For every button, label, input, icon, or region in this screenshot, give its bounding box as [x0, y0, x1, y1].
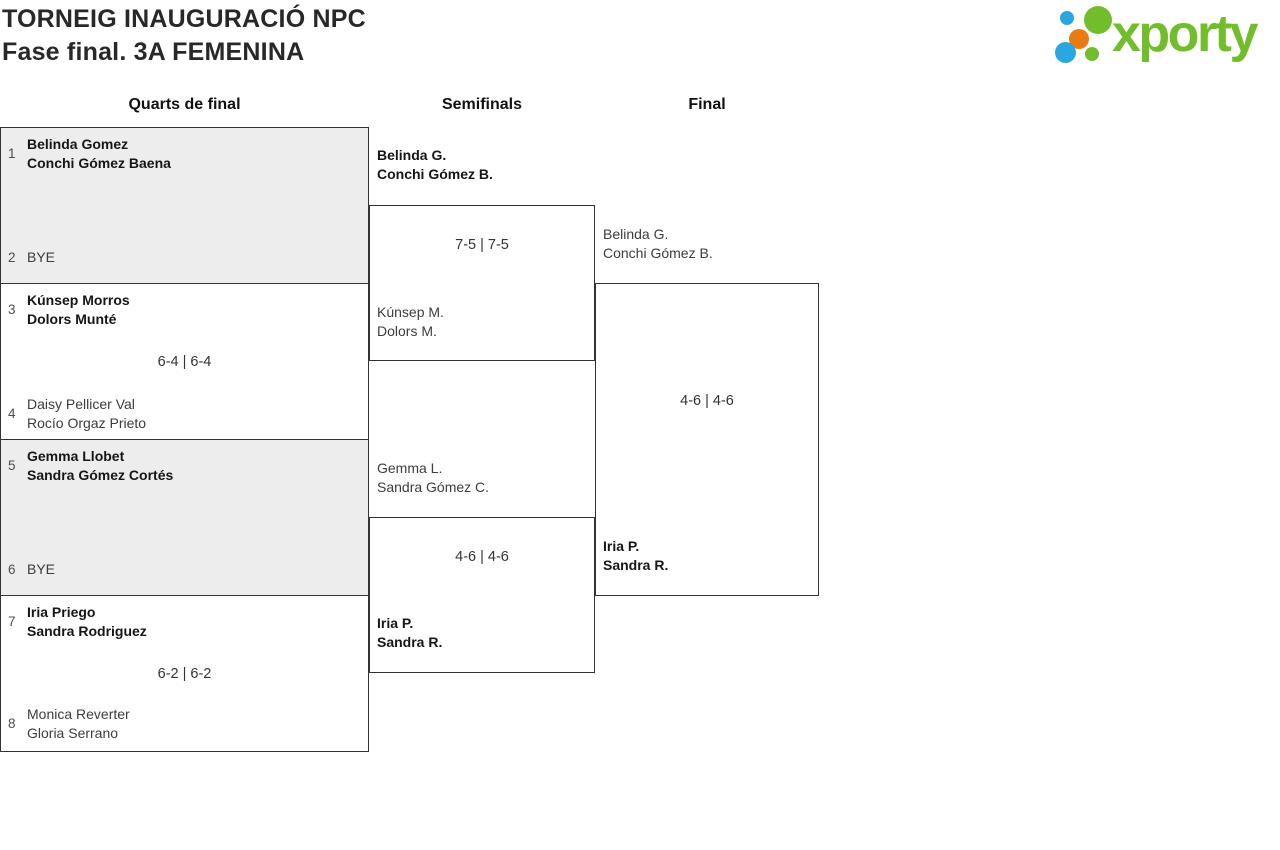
qf3-participant-2: 6 BYE: [0, 560, 369, 579]
seed-number: 8: [8, 716, 16, 731]
qf4-score: 6-2 | 6-2: [157, 666, 212, 682]
xporty-logo[interactable]: xporty: [1050, 0, 1280, 66]
sf2-participant-1: Gemma L.Sandra Gómez C.: [377, 460, 490, 495]
final-participant-1: Belinda G.Conchi Gómez B.: [603, 226, 713, 261]
quarterfinals-bracket-column: [0, 127, 369, 752]
logo-dot-green-small-icon: [1085, 47, 1099, 61]
logo-dot-green-large-icon: [1084, 6, 1112, 34]
logo-dot-blue-large-icon: [1055, 42, 1076, 63]
sf2-score: 4-6 | 4-6: [455, 549, 509, 565]
final-participant-2: Iria P.Sandra R.: [603, 538, 669, 573]
logo-wordmark: xporty: [1112, 5, 1258, 63]
sf1-score: 7-5 | 7-5: [455, 237, 509, 253]
qf-match-2-box: [1, 283, 368, 439]
final-match-box: [595, 283, 819, 596]
tournament-title: TORNEIG INAUGURACIÓ NPC: [2, 5, 366, 33]
seed-number: 4: [8, 406, 16, 421]
qf-match-3-box: [1, 439, 368, 595]
sf-match-2-box: [369, 517, 595, 673]
logo-dot-orange-icon: [1069, 29, 1089, 49]
seed-number: 6: [8, 561, 16, 577]
seed-number: 1: [8, 146, 16, 161]
column-header-final: Final: [688, 96, 726, 113]
logo-dot-blue-small-icon: [1060, 11, 1074, 25]
seed-number: 5: [8, 458, 16, 473]
sf-match-1-box: [369, 205, 595, 361]
qf-match-4-box: [1, 595, 368, 751]
column-header-quarterfinals: Quarts de final: [128, 96, 241, 113]
final-score: 4-6 | 4-6: [680, 393, 734, 409]
seed-number: 7: [8, 614, 16, 629]
qf-match-1-box: [1, 128, 368, 283]
qf1-participant-2: 2 BYE: [0, 248, 369, 267]
sf2-participant-2: Iria P.Sandra R.: [377, 615, 443, 650]
qf2-score: 6-4 | 6-4: [157, 354, 212, 370]
seed-number: 2: [8, 249, 16, 265]
sf1-participant-2: Kúnsep M.Dolors M.: [377, 304, 444, 339]
seed-number: 3: [8, 302, 16, 317]
tournament-subtitle: Fase final. 3A FEMENINA: [2, 38, 305, 66]
sf1-participant-1: Belinda G.Conchi Gómez B.: [377, 147, 493, 182]
column-header-semifinals: Semifinals: [441, 96, 523, 113]
